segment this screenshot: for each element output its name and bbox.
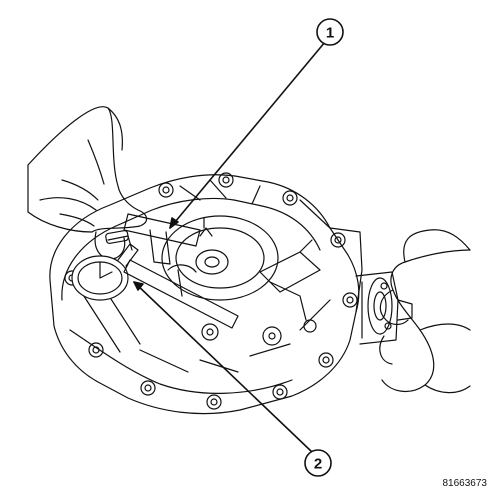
leader-arrow-1 xyxy=(169,217,179,229)
bearing-bore xyxy=(161,215,279,301)
callout-2-label: 2 xyxy=(314,456,322,473)
dial-bar-tool xyxy=(123,213,239,329)
callout-2: 2 xyxy=(304,449,332,477)
shift-linkage xyxy=(259,239,321,333)
output-flange xyxy=(355,271,413,345)
callout-1-label: 1 xyxy=(326,25,334,42)
leader-line-2 xyxy=(133,281,313,453)
right-hand xyxy=(379,229,471,394)
leader-line-1 xyxy=(169,41,326,229)
leader-arrow-2 xyxy=(133,281,144,291)
transfer-case-housing xyxy=(49,172,363,415)
figure-id: 81663673 xyxy=(442,478,488,489)
leader-lines xyxy=(133,41,326,453)
callout-1: 1 xyxy=(316,18,344,46)
dial-indicator xyxy=(71,230,139,301)
left-hand xyxy=(27,106,148,260)
